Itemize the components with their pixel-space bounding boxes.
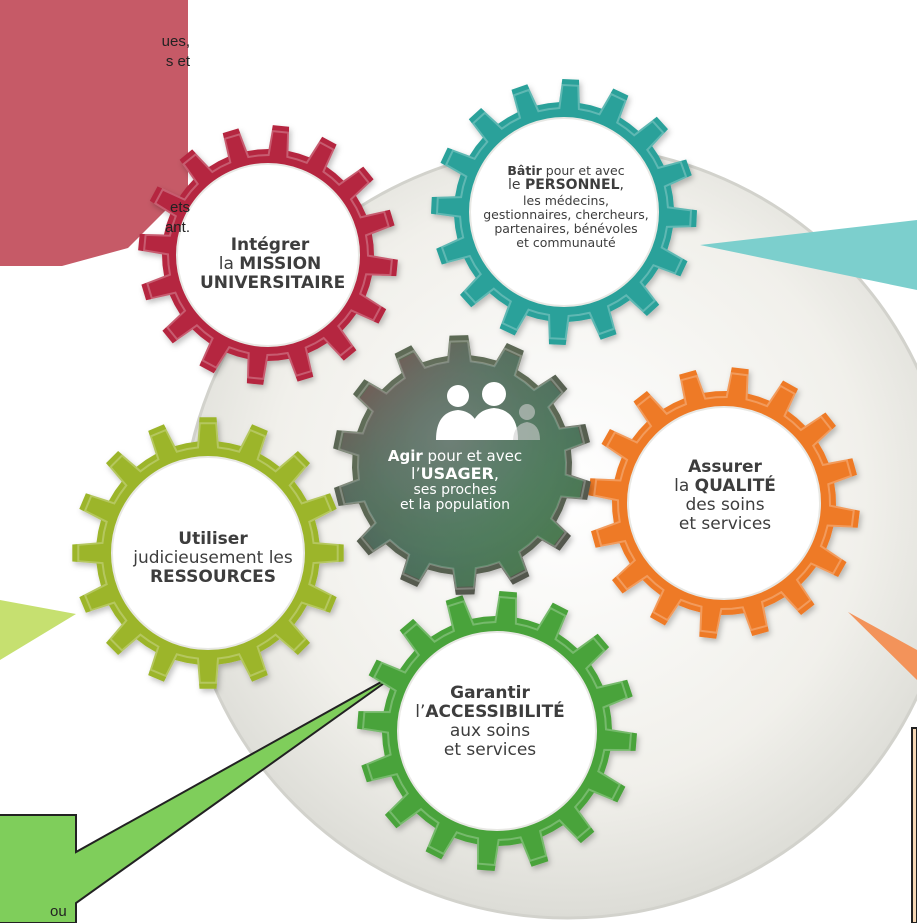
gear-label-accessibilite: Garantir l’ACCESSIBILITÉ aux soins et se… [390,683,590,761]
gear-mission [138,125,398,385]
gear-line: partenaires, bénévoles [494,220,638,236]
gear-verb-rest: pour et avec [422,447,523,465]
callout-red-fragment: s et [165,52,190,70]
gear-mission-hub [176,163,360,347]
gear-qualite [588,367,860,639]
gear-accessibilite [357,591,637,871]
gear-line: la MISSION [200,255,340,274]
gear-line: Agir pour et avec [355,448,555,465]
gear-line: judicieusement les [133,548,293,569]
gear-label-qualite: Assurer la QUALITÉ des soins et services [650,457,800,535]
gear-personnel [431,79,697,345]
gear-verb: Intégrer [230,235,310,255]
gear-qualite-hub [627,406,821,600]
callout-red-text-2: ets ant. [150,198,190,237]
gear-line: ses proches [413,481,497,498]
callout-teal [700,220,917,290]
gear-accessibilite-highlight [361,595,633,867]
gear-verb-rest: pour et avec [541,163,625,178]
gear-verb: Utiliser [178,529,248,549]
gear-verb: Bâtir [507,163,542,178]
gear-line: gestionnaires, chercheurs, [483,206,649,222]
callout-green [0,670,402,923]
gear-line: la QUALITÉ [650,477,800,496]
callout-orange [848,612,917,680]
gear-prefix: la [218,254,240,275]
gear-label-mission: Intégrer la MISSION UNIVERSITAIRE [200,235,346,294]
gear-strong: MISSION [239,254,322,275]
gear-line: l’USAGER, [355,463,555,483]
gear-usager-tint [341,343,583,587]
gear-personnel-highlight [435,83,693,341]
callout-green-fragment: ou [50,903,67,920]
gear-label-usager: Agir pour et avec l’USAGER, ses proches … [355,448,555,514]
gear-line: RESSOURCES [149,567,277,588]
gear-label-personnel: Bâtir pour et avec le PERSONNEL, les méd… [474,164,658,250]
gear-strong: QUALITÉ [694,476,776,497]
gear-line: et services [678,514,772,535]
callout-red-fragment: ant. [164,218,190,236]
callout-red-text: ues, s et [150,32,190,71]
gear-personnel-hub [469,117,659,307]
gear-line: les médecins, [523,192,609,208]
gear-qualite-highlight [593,372,855,634]
gear-accessibilite-hub [397,631,597,831]
gear-verb: Assurer [688,457,762,477]
gear-label-ressources: Utiliser judicieusement les RESSOURCES [123,529,303,588]
callout-red-fragment: ues, [161,33,190,50]
callout-orange-box [911,727,917,923]
callout-lime [0,600,76,660]
gear-line: des soins [685,495,765,516]
gear-line: le PERSONNEL, [474,177,658,194]
callout-red [0,0,188,266]
gears-layer [72,79,860,871]
gear-prefix: l’ [411,463,421,483]
gear-line: UNIVERSITAIRE [200,273,346,294]
gear-line: l’ACCESSIBILITÉ [390,703,590,722]
gear-strong: USAGER [420,463,494,483]
gear-strong: ACCESSIBILITÉ [425,702,565,723]
gear-suffix: , [619,177,624,193]
gear-suffix: , [493,463,499,483]
gear-prefix: l’ [415,702,426,723]
gear-ressources-hub [111,456,305,650]
people-icon [428,382,544,442]
gear-verb: Agir [387,447,423,465]
gear-prefix: la [674,476,695,497]
gear-ressources-highlight [77,422,339,684]
gear-strong: PERSONNEL [524,177,620,193]
gear-line: et communauté [516,234,616,250]
callout-red-fragment: ets [169,199,190,216]
gear-verb: Garantir [450,683,530,703]
callout-green-text: ou [50,902,67,922]
gear-line: et services [443,740,537,761]
gear-mission-highlight [143,130,393,380]
gear-prefix: le [508,177,525,193]
gear-line: Bâtir pour et avec [474,164,658,178]
gear-line: aux soins [449,721,531,742]
gear-ressources [72,417,344,689]
gear-line: et la population [400,497,510,514]
